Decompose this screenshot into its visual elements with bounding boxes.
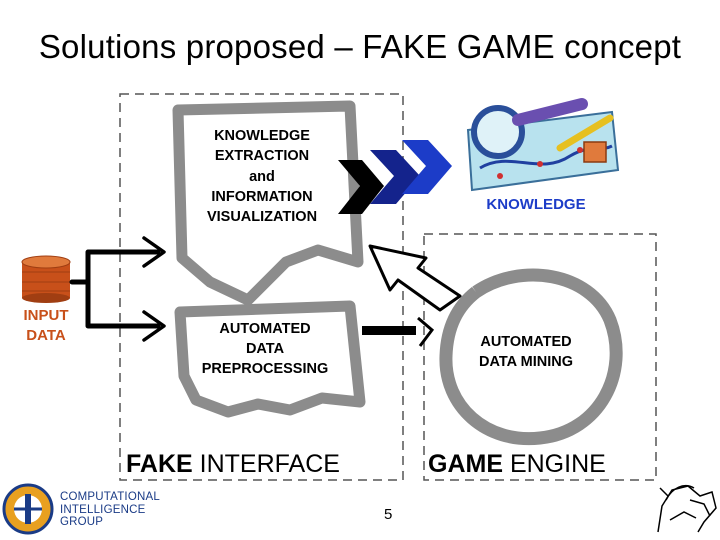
knowledge-clipart-icon: [466, 98, 620, 192]
input-branch-arrows: [69, 236, 166, 342]
logo-line2: INTELLIGENCE: [60, 503, 146, 516]
fake-interface-region: [119, 93, 404, 481]
mining-line2: DATA MINING: [479, 354, 573, 370]
preprocessing-line2: DATA: [246, 341, 285, 357]
slide-title: Solutions proposed – FAKE GAME concept: [38, 28, 682, 65]
game-engine-label: GAME ENGINE: [428, 450, 606, 478]
mining-line1: AUTOMATED: [480, 334, 571, 350]
page-number: 5: [384, 506, 393, 523]
knowledge-extraction-frame: [172, 100, 364, 306]
input-line2: DATA: [26, 327, 66, 344]
knowledge-line5: VISUALIZATION: [207, 209, 317, 225]
preprocessing-line3: PREPROCESSING: [202, 361, 329, 377]
preprocess-to-mining-arrow: [362, 316, 435, 347]
fake-interface-rest: INTERFACE: [193, 450, 340, 478]
knowledge-label: KNOWLEDGE: [486, 196, 585, 213]
preprocessing-frame: [174, 300, 366, 418]
chevron-arrows: [338, 140, 452, 214]
game-engine-bold: GAME: [428, 450, 503, 478]
preprocessing-line1: AUTOMATED: [219, 321, 310, 337]
data-mining-ring: [439, 268, 623, 446]
fake-interface-label: FAKE INTERFACE: [126, 450, 340, 478]
fake-interface-bold: FAKE: [126, 450, 193, 478]
knowledge-line4: INFORMATION: [211, 189, 312, 205]
ci-group-logo-text: COMPUTATIONAL INTELLIGENCE GROUP: [60, 491, 160, 529]
game-engine-rest: ENGINE: [503, 450, 606, 478]
logo-line3: GROUP: [60, 516, 104, 528]
input-line1: INPUT: [24, 307, 69, 324]
game-engine-region: [423, 233, 657, 481]
ci-group-logo-icon: [2, 483, 54, 535]
database-icon: [21, 255, 71, 303]
knowledge-line1: KNOWLEDGE: [214, 128, 310, 144]
knowledge-line3: and: [249, 169, 275, 185]
logo-line1: COMPUTATIONAL: [60, 491, 160, 503]
university-lion-emblem-icon: [657, 484, 717, 533]
knowledge-line2: EXTRACTION: [215, 148, 309, 164]
mining-to-knowledge-arrow: [368, 244, 462, 312]
